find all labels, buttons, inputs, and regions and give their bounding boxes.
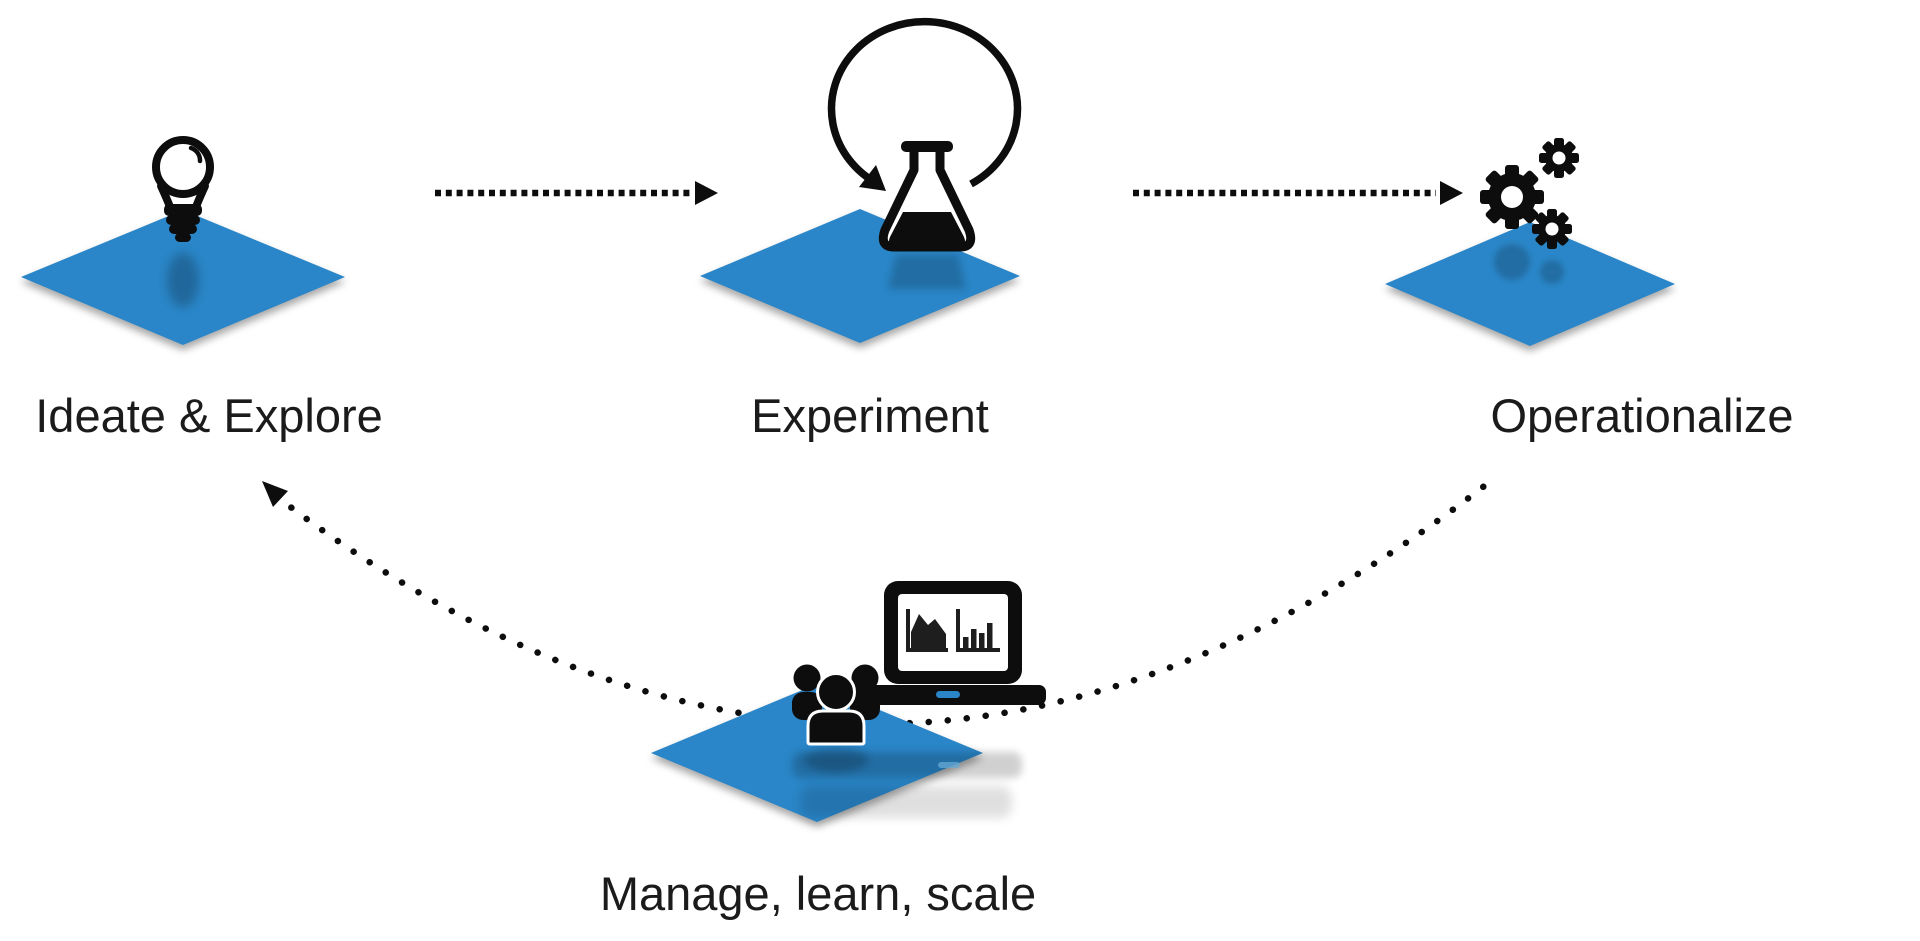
flask-reflection bbox=[888, 255, 966, 289]
arrowhead-icon bbox=[695, 181, 718, 205]
gears-icon bbox=[1480, 138, 1579, 249]
curve-arrowhead-icon bbox=[262, 481, 288, 507]
team-icon bbox=[792, 664, 880, 746]
flask-loop-icon bbox=[827, 17, 1022, 252]
connector-ideate-to-experiment bbox=[435, 181, 718, 205]
connector-experiment-to-operationalize bbox=[1133, 181, 1463, 205]
connector-operationalize-to-ideate bbox=[262, 476, 1496, 728]
bar-chart-icon bbox=[956, 609, 1000, 652]
node-label-operationalize: Operationalize bbox=[1490, 389, 1794, 442]
trackpad-notch bbox=[936, 691, 960, 698]
node-operationalize-platform bbox=[1385, 138, 1675, 346]
area-chart-icon bbox=[906, 609, 948, 652]
lightbulb-icon bbox=[152, 136, 214, 242]
node-label-manage: Manage, learn, scale bbox=[599, 867, 1037, 920]
gears-reflection bbox=[1494, 244, 1564, 284]
node-ideate-platform bbox=[21, 136, 345, 345]
node-manage-platform bbox=[651, 581, 1046, 822]
node-label-ideate: Ideate & Explore bbox=[35, 389, 383, 442]
laptop-charts-icon bbox=[840, 581, 1046, 705]
laptop-reflection bbox=[792, 748, 1022, 818]
node-label-experiment: Experiment bbox=[751, 389, 989, 442]
lightbulb-reflection bbox=[167, 253, 199, 307]
node-experiment-platform bbox=[700, 17, 1022, 343]
arrowhead-icon bbox=[1440, 181, 1463, 205]
